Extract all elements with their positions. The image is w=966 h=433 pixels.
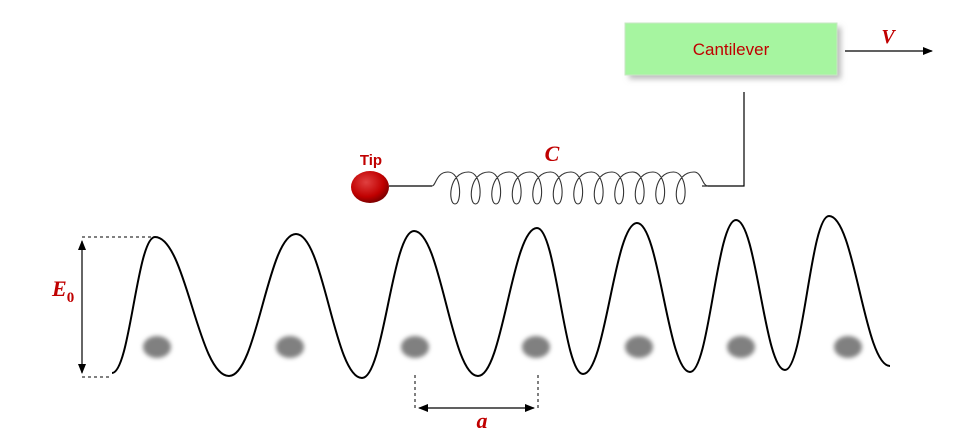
surface-atom: [625, 336, 653, 358]
surface-atom: [727, 336, 755, 358]
surface-atoms: [143, 336, 862, 358]
potential-energy-wave: [111, 214, 891, 380]
spring-label: C: [545, 141, 560, 166]
energy-marker: E0: [51, 236, 155, 378]
energy-label: E: [51, 276, 67, 301]
energy-subscript: 0: [67, 290, 75, 306]
velocity-label: V: [881, 26, 896, 48]
svg-text:E0: E0: [51, 276, 74, 306]
tip-label: Tip: [360, 152, 382, 169]
cantilever-box: Cantilever: [624, 22, 841, 79]
cantilever-label: Cantilever: [693, 40, 770, 59]
surface-atom: [143, 336, 171, 358]
surface-atom: [834, 336, 862, 358]
surface-atom: [401, 336, 429, 358]
spring: [431, 171, 709, 205]
surface-atom: [276, 336, 304, 358]
cantilever-connector: [702, 92, 745, 187]
surface-atom: [522, 336, 550, 358]
tip-ball: [351, 171, 389, 203]
lattice-marker: a: [414, 375, 539, 433]
period-label: a: [477, 408, 488, 433]
